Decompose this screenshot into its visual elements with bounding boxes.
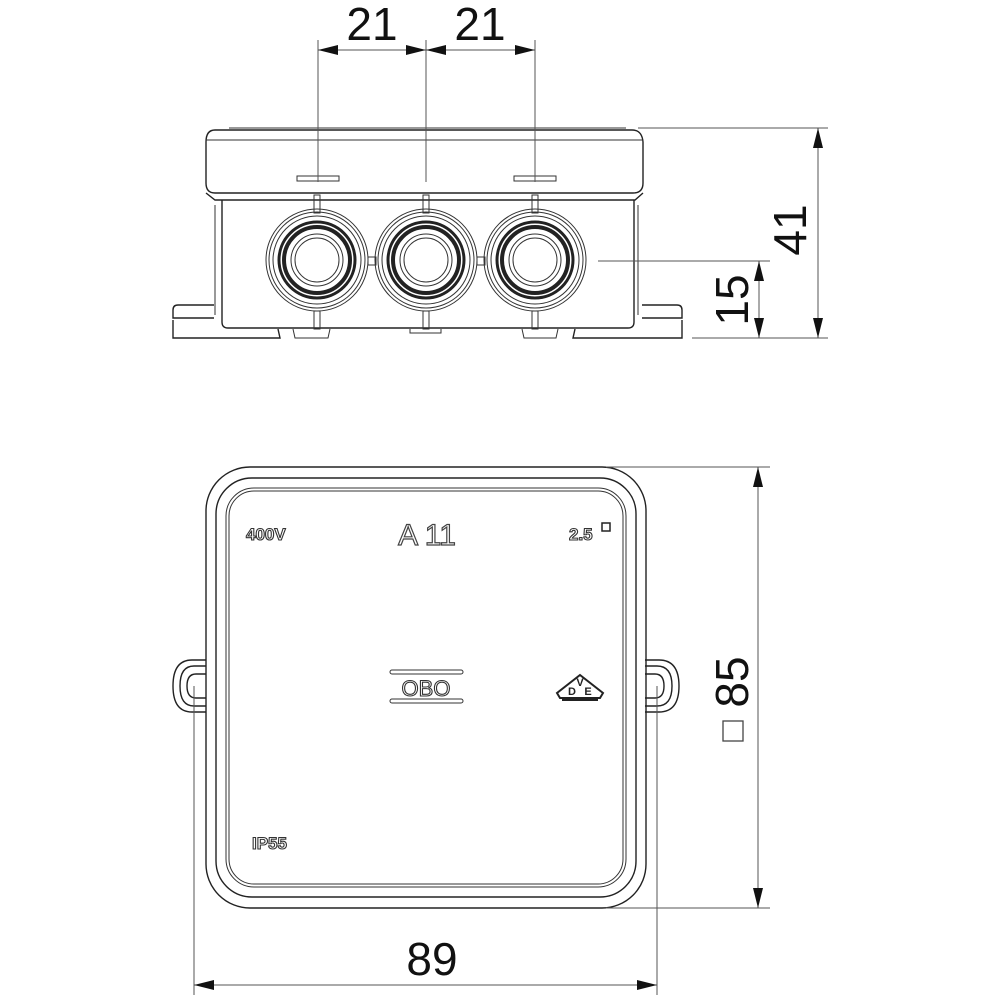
mounting-ear-right-inner [645,673,665,699]
base-right [572,320,683,339]
foot-2 [409,329,442,334]
mounting-ear-left-mid [179,665,206,707]
svg-text:D: D [568,686,576,698]
body-outline [221,200,635,329]
obo-logo-icon: OBO [389,669,464,704]
mounting-tab-right [642,304,683,319]
foot-1 [292,328,331,339]
base-left [172,320,281,339]
entry-web-2 [476,256,486,266]
mounting-ear-right-mid [645,665,673,707]
cable-entry-1 [265,194,369,330]
vde-certification-icon: V D E [555,673,605,701]
dimension-spacing-right: 21 [454,0,505,50]
lid-body-transition [205,192,644,201]
mounting-tab-left [172,304,214,319]
voltage-marking: 400V [246,525,286,544]
square-dimension-symbol-icon [722,720,744,742]
model-marking: A 11 [398,519,456,552]
dimension-width: 89 [406,933,457,985]
svg-text:OBO: OBO [402,676,451,701]
entry-web-1 [367,256,377,266]
lid-outline [205,129,644,194]
dimension-entry-height: 15 [706,274,758,325]
mounting-ear-right-outer [645,659,680,713]
cable-entry-3 [483,194,587,330]
cable-entry-2 [374,194,478,330]
lid-outer-outline [205,466,647,909]
ip-rating-marking: IP55 [252,834,287,853]
foot-3 [521,328,559,339]
dimension-depth: 85 [706,656,758,707]
lid-rim [215,477,637,898]
cross-section-marking: 2.5 [569,525,593,544]
lid-inner-panel [225,487,627,888]
svg-text:E: E [584,686,591,698]
dimension-spacing-left: 21 [346,0,397,50]
mounting-ear-left-inner [186,673,206,699]
side-view: 21 21 41 15 [172,0,828,339]
dimension-height: 41 [764,204,816,255]
mounting-ear-left-outer [172,659,206,713]
lid-inner-panel-2 [228,490,624,885]
svg-text:V: V [576,677,584,689]
square-symbol-icon [601,522,611,532]
top-view: 400V A 11 2.5 IP55 OBO V D E 89 85 [172,466,770,995]
